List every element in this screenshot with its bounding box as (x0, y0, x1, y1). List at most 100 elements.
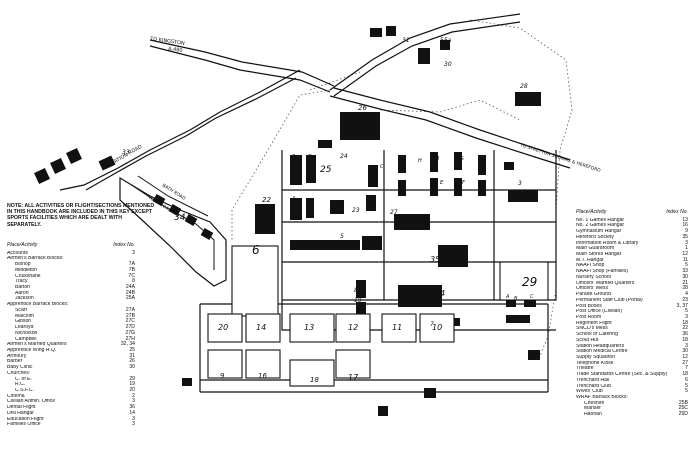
key-row: Post Office (Civilian)5 (576, 308, 688, 315)
key-place: Officers' Mess (576, 286, 609, 292)
key-index: 35 (682, 233, 688, 240)
key-place: Officers' Married Quarters (576, 280, 635, 286)
key-index: 22 (682, 325, 688, 332)
map-index-number: 21 (312, 241, 323, 251)
key-index: 24B (125, 289, 135, 296)
key-place: Airmen's Married Quarters (7, 342, 67, 348)
key-place: Hannah (584, 412, 602, 418)
road-married-quarters (129, 175, 215, 270)
key-row: NAAFI Shop (Families)33 (576, 268, 688, 275)
key-index: 6 (685, 376, 688, 383)
key-place: Parade Ground (576, 292, 611, 298)
key-row: C.S.F.C. 20 (7, 386, 135, 394)
key-place: Trenchard Hall (576, 377, 610, 383)
road-kingston (149, 39, 335, 93)
key-place: Malcolm (15, 313, 34, 319)
map-index-number: 12 (348, 323, 358, 332)
key-index: 13 (682, 216, 688, 223)
key-place: Scout Hut (576, 337, 599, 343)
key-index: 36 (129, 404, 135, 411)
key-index: 11 (682, 256, 688, 263)
key-row: R.C. 19 (7, 382, 135, 388)
map-index-number: 19 (354, 297, 362, 304)
key-place: Cinema (7, 393, 25, 399)
map-block-letter: A (291, 196, 296, 202)
key-index: 30 (682, 273, 688, 280)
key-place: C.S.F.C. (15, 387, 34, 393)
key-place: Middleton (15, 267, 38, 273)
key-index: 27G (125, 329, 135, 336)
key-index: 5 (685, 308, 688, 315)
key-right-header-index: Index No. (666, 209, 688, 215)
road-hereford (329, 87, 571, 169)
map-index-number: 34 (174, 213, 186, 223)
map-block-letter: G (460, 156, 464, 162)
map-index-number: 5 (340, 233, 344, 240)
key-row: Trade Standards Centre (Sec. & Supply)18 (576, 371, 688, 378)
key-index: 7 (685, 365, 688, 372)
key-index: 3 (132, 398, 135, 405)
key-place: Station Medical Centre (576, 349, 628, 355)
map-index-number: 17 (348, 373, 359, 382)
key-place: Supply Squadron (576, 354, 616, 360)
key-left-header-place: Place/Activity (7, 242, 38, 248)
key-row: Parade Ground 4 (576, 291, 688, 298)
key-row: Airmen's Married Quarters 32, 34 (7, 341, 135, 348)
key-place: Education Flight (7, 416, 44, 422)
map-index-number: 6 (252, 243, 260, 257)
key-index: 32, 34 (120, 341, 135, 348)
key-place: R.C. (15, 382, 26, 388)
key-row: C. of E.29 (7, 376, 135, 383)
key-row: WRAF Barrack Blocks: (576, 395, 688, 401)
map-index-number: 7 (430, 321, 434, 328)
key-index: 19 (129, 381, 135, 388)
key-index: 31 (129, 352, 135, 359)
key-place: Main Guardroom (576, 246, 615, 252)
key-place: Permanent Staff Club (Portal) (576, 297, 643, 303)
map-block-letter: B (292, 154, 296, 160)
plots (207, 245, 549, 387)
label-kingston-road: A.480 (168, 46, 183, 54)
key-index: 33 (682, 268, 688, 275)
map-block-letter: F (308, 206, 311, 212)
key-index: 1 (685, 245, 688, 252)
key-place: Theatre (576, 366, 594, 372)
road-north (329, 13, 521, 97)
key-index: 25A (125, 295, 135, 302)
key-index: 4 (685, 291, 688, 298)
key-index: 18 (682, 371, 688, 378)
key-place: Bishop (15, 262, 31, 268)
key-place: WRAF Barrack Blocks: (576, 395, 628, 400)
key-place: Families Office (7, 422, 41, 428)
key-index: 18 (682, 336, 688, 343)
map-note: NOTE: All activities or flight/sections … (7, 203, 155, 228)
key-index: 28 (682, 285, 688, 292)
key-row: Scout Hut 18 (576, 336, 688, 344)
key-index: 3 (132, 249, 135, 256)
map-index-number: 26 (358, 104, 367, 112)
key-row: Permanent Staff Club (Portal)23 (576, 297, 688, 304)
map-index-number: 25 (320, 165, 332, 175)
key-index: 3 (685, 313, 688, 320)
map-index-number: 55a (440, 37, 452, 44)
key-index: 3 (685, 342, 688, 349)
key-index: 20 (129, 386, 135, 393)
